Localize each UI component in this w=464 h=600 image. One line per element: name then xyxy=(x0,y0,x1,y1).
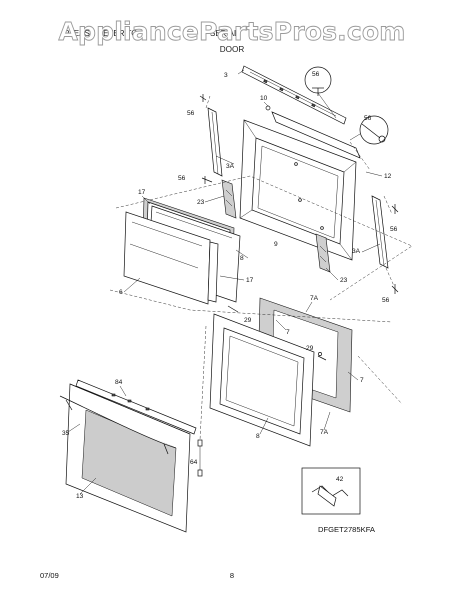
screw-56-right-low xyxy=(391,284,399,294)
callout-56-mid: 56 xyxy=(178,175,186,182)
screw-64 xyxy=(197,439,203,477)
top-trim-bracket xyxy=(241,65,347,125)
callout-56-right-low: 56 xyxy=(382,297,390,304)
outer-door-13 xyxy=(65,383,191,533)
footer-page: 8 xyxy=(230,571,234,580)
glass-spacer-strip xyxy=(207,241,219,303)
callout-3: 3 xyxy=(224,72,228,79)
callout-35: 35 xyxy=(62,430,70,437)
callout-10: 10 xyxy=(260,95,268,102)
inner-door-frame xyxy=(239,119,357,261)
door-liner-8 xyxy=(209,313,315,447)
top-gasket-frame xyxy=(271,111,361,159)
left-side-trim xyxy=(207,107,223,177)
callout-6: 6 xyxy=(119,289,123,296)
clip-29-lower xyxy=(317,352,327,361)
detail-box-42 xyxy=(301,467,361,515)
diagram-code: DFGET2785KFA xyxy=(318,525,376,534)
screw-56-left-mid xyxy=(201,176,213,184)
callout-7a-upper: 7A xyxy=(310,295,319,302)
callout-8-upper: 8 xyxy=(240,255,244,262)
screw-detail-circle-top xyxy=(304,66,337,119)
callout-56-right: 56 xyxy=(364,115,372,122)
footer-date: 07/09 xyxy=(40,571,59,580)
callout-7a-lower: 7A xyxy=(320,429,329,436)
screw-56-right-mid xyxy=(391,204,399,214)
right-side-trim xyxy=(371,195,389,269)
callout-56-left: 56 xyxy=(187,110,195,117)
callout-17-lower: 17 xyxy=(246,277,254,284)
hinge-left xyxy=(221,179,237,219)
clip-29-upper xyxy=(227,305,239,313)
callout-17-upper: 17 xyxy=(138,189,146,196)
callout-3a-right: 3A xyxy=(352,248,361,255)
header-obscured-left: PLEASE REFER TO xyxy=(64,29,138,38)
door-top-trim-84 xyxy=(75,379,197,435)
screw-10 xyxy=(263,101,271,111)
callout-23-left: 23 xyxy=(197,199,205,206)
watermark: AppliancePartsPros.com xyxy=(58,17,405,46)
callout-9: 9 xyxy=(274,241,278,248)
callout-8-lower: 8 xyxy=(256,433,260,440)
callout-29-lower: 29 xyxy=(306,345,314,352)
door-handle xyxy=(59,395,177,455)
callout-29-upper: 29 xyxy=(244,317,252,324)
callout-56-right-mid: 56 xyxy=(390,226,398,233)
section-title: DOOR xyxy=(220,45,245,54)
callout-64: 64 xyxy=(190,459,198,466)
glass-panel-6 xyxy=(123,211,211,305)
tool-detail-circle-right xyxy=(349,115,389,145)
header-obscured-right: SERIAL xyxy=(210,29,239,38)
callout-3a-left: 3A xyxy=(226,163,235,170)
callout-56-top: 56 xyxy=(312,71,320,78)
callout-23-right: 23 xyxy=(340,277,348,284)
callout-42: 42 xyxy=(336,476,344,483)
callout-7-upper: 7 xyxy=(286,329,290,336)
callout-7-lower: 7 xyxy=(360,377,364,384)
callout-84: 84 xyxy=(115,379,123,386)
callout-12: 12 xyxy=(384,173,392,180)
screw-56-left-top xyxy=(199,94,207,102)
callout-13: 13 xyxy=(76,493,84,500)
